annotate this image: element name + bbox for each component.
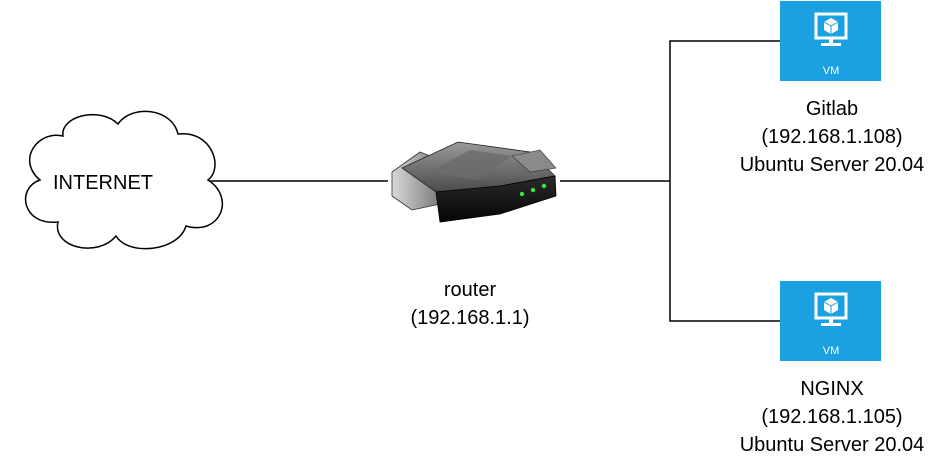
router-ip: (192.168.1.1) bbox=[410, 307, 530, 329]
internet-label: INTERNET bbox=[28, 169, 178, 197]
nginx-ip: (192.168.1.105) bbox=[761, 406, 903, 428]
switch-nginx-link bbox=[669, 181, 780, 322]
internet-label-text: INTERNET bbox=[53, 172, 153, 194]
router-led-1 bbox=[519, 191, 525, 197]
gitlab-vm-badge: VM bbox=[823, 65, 840, 77]
router-led-3 bbox=[541, 183, 547, 189]
nginx-label: NGINX (192.168.1.105) Ubuntu Server 20.0… bbox=[712, 375, 942, 459]
connections bbox=[186, 40, 780, 322]
gitlab-os: Ubuntu Server 20.04 bbox=[739, 154, 925, 176]
internet-cloud-icon bbox=[24, 110, 224, 250]
nginx-name: NGINX bbox=[800, 378, 864, 400]
router-led-2 bbox=[530, 187, 536, 193]
router-icon bbox=[391, 141, 557, 223]
nginx-vm-icon: VM bbox=[780, 281, 881, 361]
switch-gitlab-link bbox=[669, 40, 780, 181]
router-name: router bbox=[443, 279, 497, 301]
router-label: router (192.168.1.1) bbox=[370, 276, 570, 332]
gitlab-ip: (192.168.1.108) bbox=[761, 126, 903, 148]
nginx-os: Ubuntu Server 20.04 bbox=[739, 434, 925, 456]
gitlab-name: Gitlab bbox=[805, 98, 859, 120]
gitlab-vm-icon: VM bbox=[780, 1, 881, 81]
gitlab-label: Gitlab (192.168.1.108) Ubuntu Server 20.… bbox=[712, 95, 942, 179]
nginx-vm-badge: VM bbox=[823, 345, 840, 357]
